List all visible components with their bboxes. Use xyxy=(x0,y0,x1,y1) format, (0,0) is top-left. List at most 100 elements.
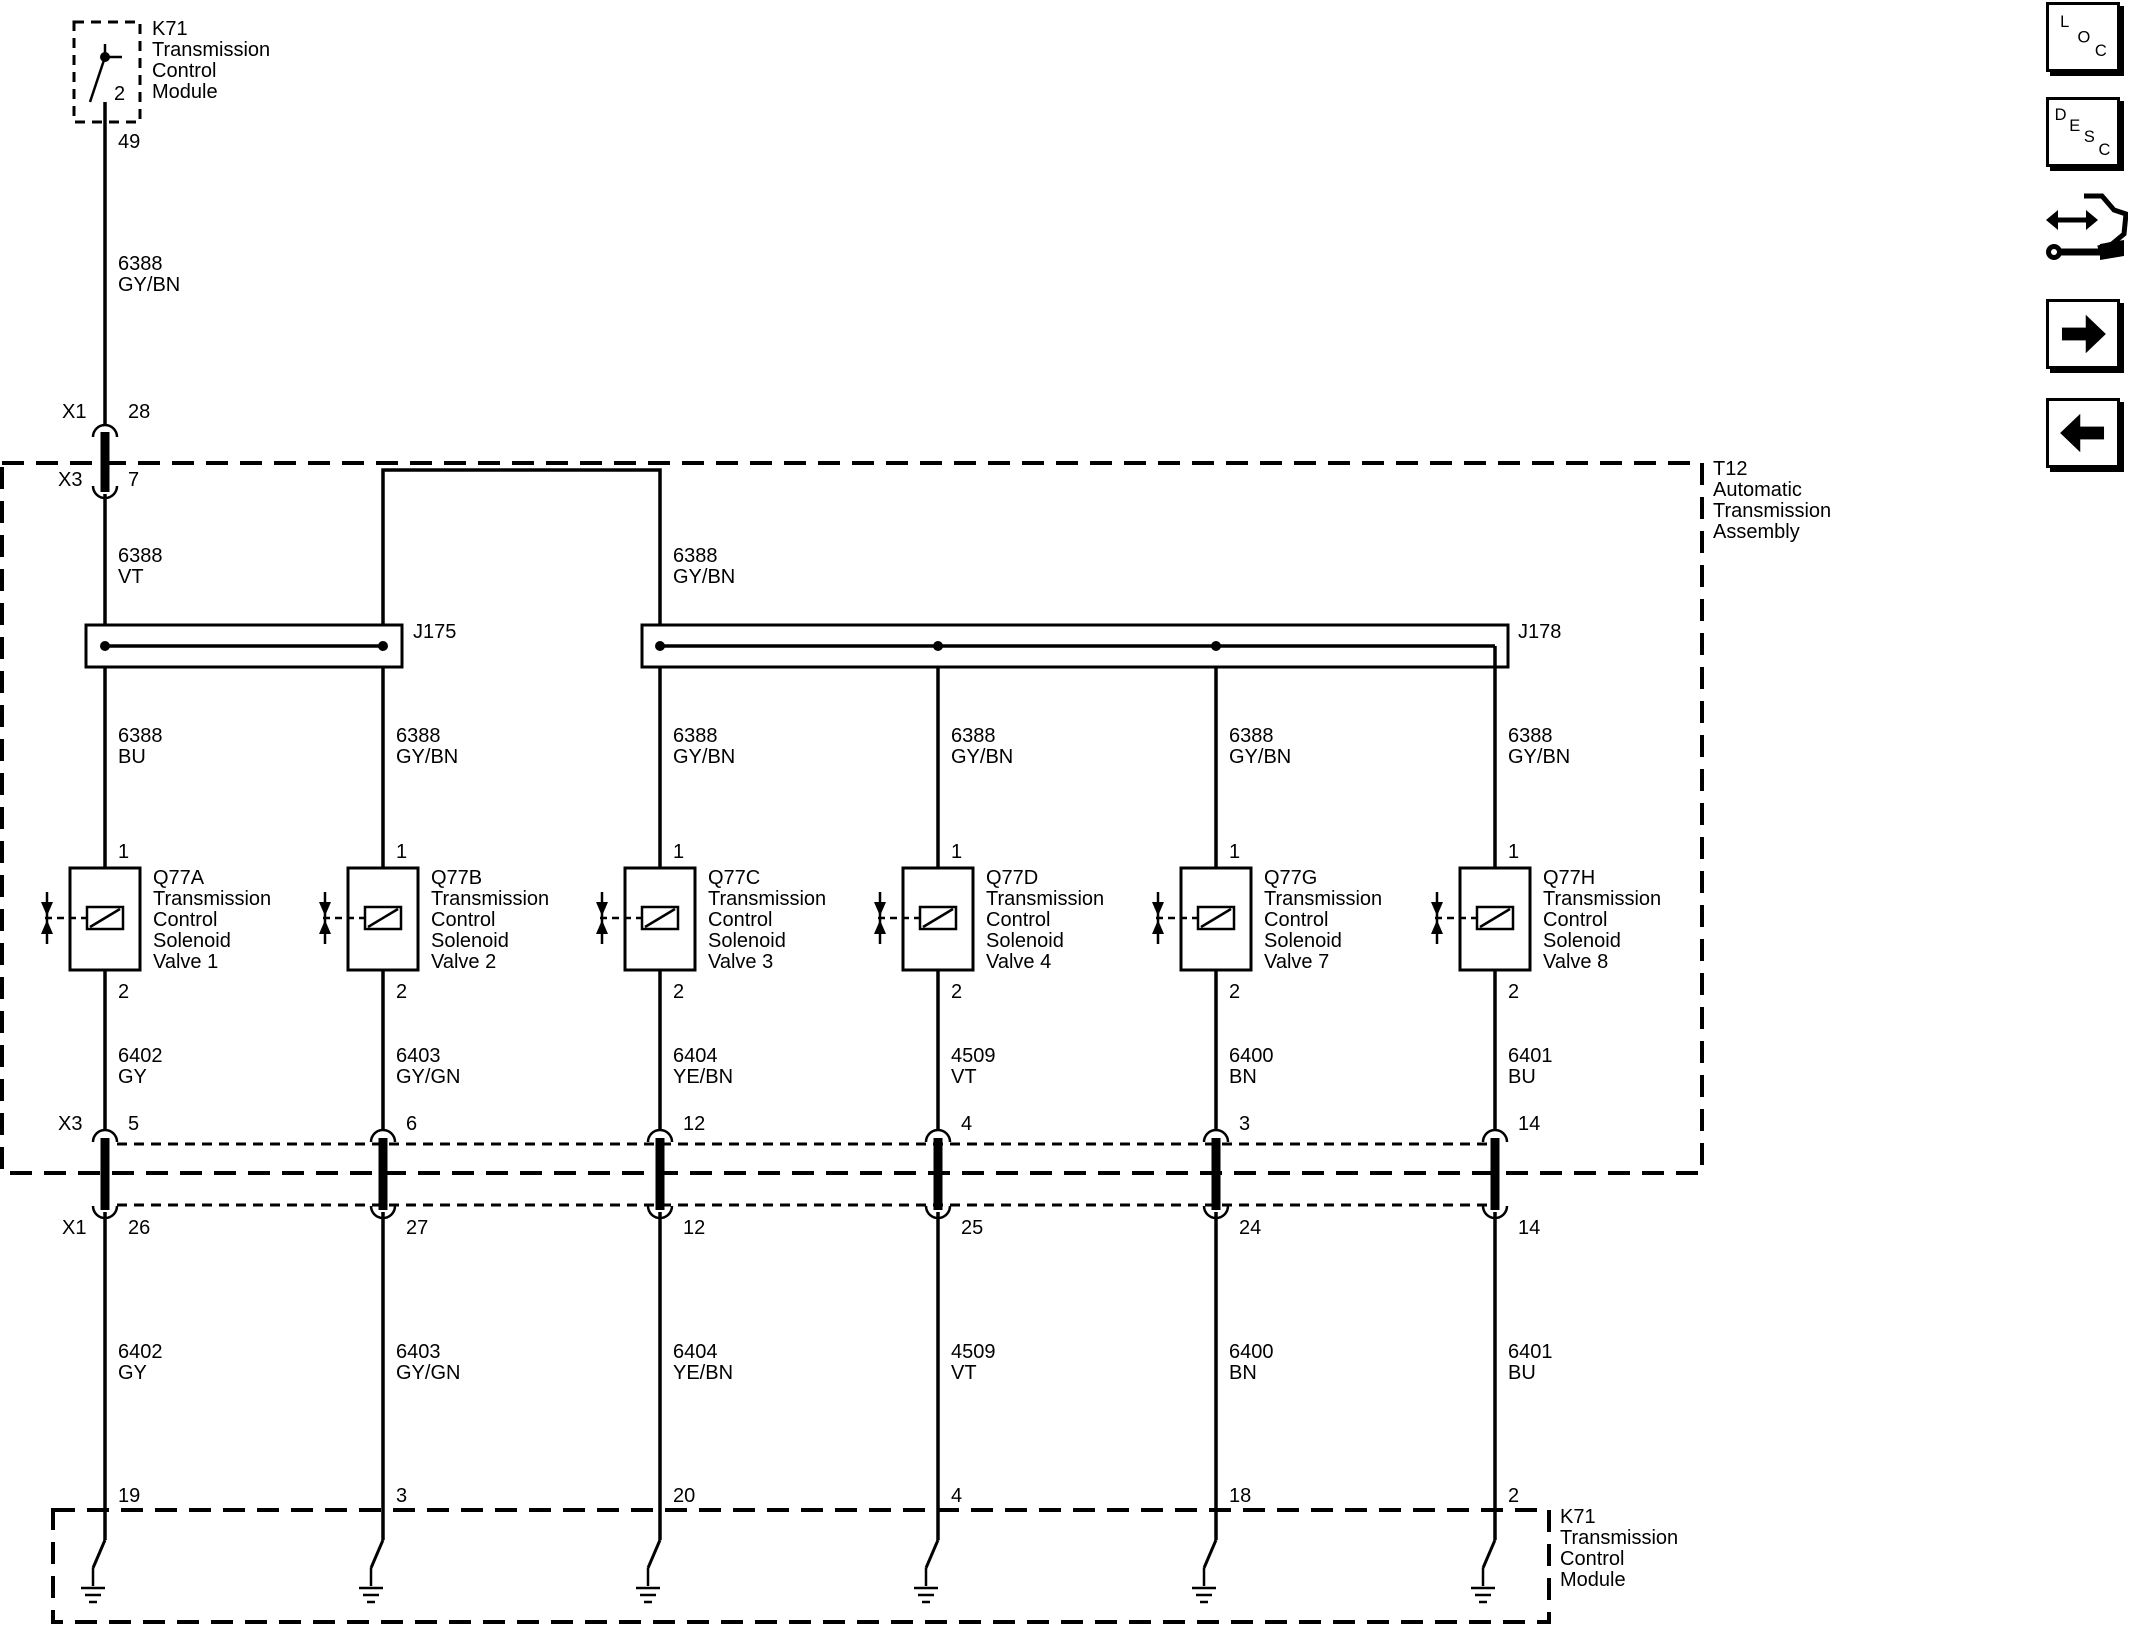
upper-wire-circuit: 6388 xyxy=(1229,725,1274,747)
valve-arrow-icon xyxy=(874,902,886,916)
solenoid-label-1: Q77H xyxy=(1543,867,1595,889)
solenoid-pin-2: 2 xyxy=(1508,981,1519,1003)
bridge-wire-circuit: 6388 xyxy=(673,545,718,567)
x3-pin: 5 xyxy=(128,1113,139,1135)
tcm-wire-circuit: 6402 xyxy=(118,1341,163,1363)
lower-wire-color: BU xyxy=(1508,1066,1536,1088)
tcm-wire-circuit: 6400 xyxy=(1229,1341,1274,1363)
upper-wire-circuit: 6388 xyxy=(396,725,441,747)
x1-lower-name: X1 xyxy=(62,1217,86,1239)
tcm-top-switch-num: 2 xyxy=(114,83,125,105)
solenoid-label-5: Valve 8 xyxy=(1543,951,1608,973)
lower-wire-circuit: 6403 xyxy=(396,1045,441,1067)
solenoid-label-4: Solenoid xyxy=(708,930,786,952)
x3-top-name: X3 xyxy=(58,469,82,491)
tcm-wire-color: GY/GN xyxy=(396,1362,460,1384)
upper-wire-color: GY/BN xyxy=(1508,746,1570,768)
loc-letter-l: L xyxy=(2060,13,2069,31)
lower-wire-circuit: 4509 xyxy=(951,1045,996,1067)
tcm-top-module: 2 K71 Transmission Control Module 49 xyxy=(72,18,270,153)
solenoid-pin-1: 1 xyxy=(1229,841,1240,863)
upper-wire-color: BU xyxy=(118,746,146,768)
solenoid-label-5: Valve 4 xyxy=(986,951,1051,973)
lower-wire-color: VT xyxy=(951,1066,977,1088)
tcm-pin: 2 xyxy=(1508,1485,1519,1507)
solenoid-label-5: Valve 2 xyxy=(431,951,496,973)
solenoid-label-4: Solenoid xyxy=(986,930,1064,952)
tcm-pin: 3 xyxy=(396,1485,407,1507)
feed-wire-color: GY/BN xyxy=(118,274,180,296)
x1-pin: 27 xyxy=(406,1217,428,1239)
x3-pin: 14 xyxy=(1518,1113,1540,1135)
next-button[interactable] xyxy=(2046,299,2120,369)
description-icon: D E S C xyxy=(2055,106,2111,159)
tcm-wire-circuit: 4509 xyxy=(951,1341,996,1363)
connector-view-icon xyxy=(2046,193,2129,260)
tcm-wire-circuit: 6403 xyxy=(396,1341,441,1363)
connector-view-button[interactable] xyxy=(2044,190,2129,280)
x1-pin: 24 xyxy=(1239,1217,1261,1239)
x1-top-name: X1 xyxy=(62,401,86,423)
solenoid-label-1: Q77A xyxy=(153,867,205,889)
solenoid-label-5: Valve 7 xyxy=(1264,951,1329,973)
solenoid-branches: 6388BU1Q77ATransmissionControlSolenoidVa… xyxy=(41,667,1661,1604)
solenoid-label-3: Control xyxy=(986,909,1050,931)
lower-wire-circuit: 6401 xyxy=(1508,1045,1553,1067)
x1-pin: 14 xyxy=(1518,1217,1540,1239)
tcm-switch xyxy=(1481,1539,1497,1569)
solenoid-label-5: Valve 1 xyxy=(153,951,218,973)
x3-pin: 12 xyxy=(683,1113,705,1135)
lower-wire-color: GY/GN xyxy=(396,1066,460,1088)
solenoid-pin-2: 2 xyxy=(1229,981,1240,1003)
solenoid-branch-2: 6388GY/BN1Q77BTransmissionControlSolenoi… xyxy=(319,667,549,1604)
tcm-wire-circuit: 6401 xyxy=(1508,1341,1553,1363)
upper-wire-color: GY/BN xyxy=(396,746,458,768)
tcm-top-outline xyxy=(72,20,142,124)
solenoid-pin-1: 1 xyxy=(118,841,129,863)
valve-arrow-icon xyxy=(41,902,53,916)
upper-wire-circuit: 6388 xyxy=(1508,725,1553,747)
solenoid-label-2: Transmission xyxy=(986,888,1104,910)
bridge-wire xyxy=(381,468,662,645)
solenoid-label-3: Control xyxy=(153,909,217,931)
description-button[interactable]: D E S C xyxy=(2046,97,2120,167)
location-button[interactable]: L O C xyxy=(2046,2,2120,72)
previous-button[interactable] xyxy=(2046,398,2120,468)
upper-wire-circuit: 6388 xyxy=(951,725,996,747)
next-arrow-icon xyxy=(2061,314,2106,354)
assembly-label-3: Transmission xyxy=(1713,500,1831,522)
tcm-bottom-label-4: Module xyxy=(1560,1569,1626,1591)
solenoid-pin-1: 1 xyxy=(673,841,684,863)
solenoid-pin-2: 2 xyxy=(396,981,407,1003)
desc-letter-d: D xyxy=(2055,106,2067,124)
solenoid-label-5: Valve 3 xyxy=(708,951,773,973)
tcm-wire-color: GY xyxy=(118,1362,147,1384)
tcm-bottom-label: K71 Transmission Control Module xyxy=(1560,1506,1678,1591)
x1-pin: 25 xyxy=(961,1217,983,1239)
lower-wire-color: GY xyxy=(118,1066,147,1088)
valve-arrow-icon xyxy=(1431,902,1443,916)
x1-top-pin: 28 xyxy=(128,401,150,423)
solenoid-label-3: Control xyxy=(1264,909,1328,931)
lower-wire-circuit: 6402 xyxy=(118,1045,163,1067)
lower-wire-circuit: 6404 xyxy=(673,1045,718,1067)
solenoid-label-4: Solenoid xyxy=(1543,930,1621,952)
solenoid-branch-4: 6388GY/BN1Q77DTransmissionControlSolenoi… xyxy=(874,667,1104,1604)
x1-pin: 26 xyxy=(128,1217,150,1239)
tcm-top-label-4: Module xyxy=(152,81,218,103)
desc-letter-e: E xyxy=(2069,117,2080,135)
x1-pin: 12 xyxy=(683,1217,705,1239)
tcm-switch xyxy=(91,1539,107,1569)
solenoid-label-2: Transmission xyxy=(1264,888,1382,910)
solenoid-branch-1: 6388BU1Q77ATransmissionControlSolenoidVa… xyxy=(41,667,271,1604)
solenoid-label-1: Q77D xyxy=(986,867,1038,889)
tcm-wire-circuit: 6404 xyxy=(673,1341,718,1363)
solenoid-label-3: Control xyxy=(1543,909,1607,931)
x3-top-pin: 7 xyxy=(128,469,139,491)
bridge-wire-color: GY/BN xyxy=(673,566,735,588)
tcm-pin: 20 xyxy=(673,1485,695,1507)
solenoid-pin-1: 1 xyxy=(1508,841,1519,863)
x3-pin: 4 xyxy=(961,1113,972,1135)
upper-wire-color: GY/BN xyxy=(1229,746,1291,768)
